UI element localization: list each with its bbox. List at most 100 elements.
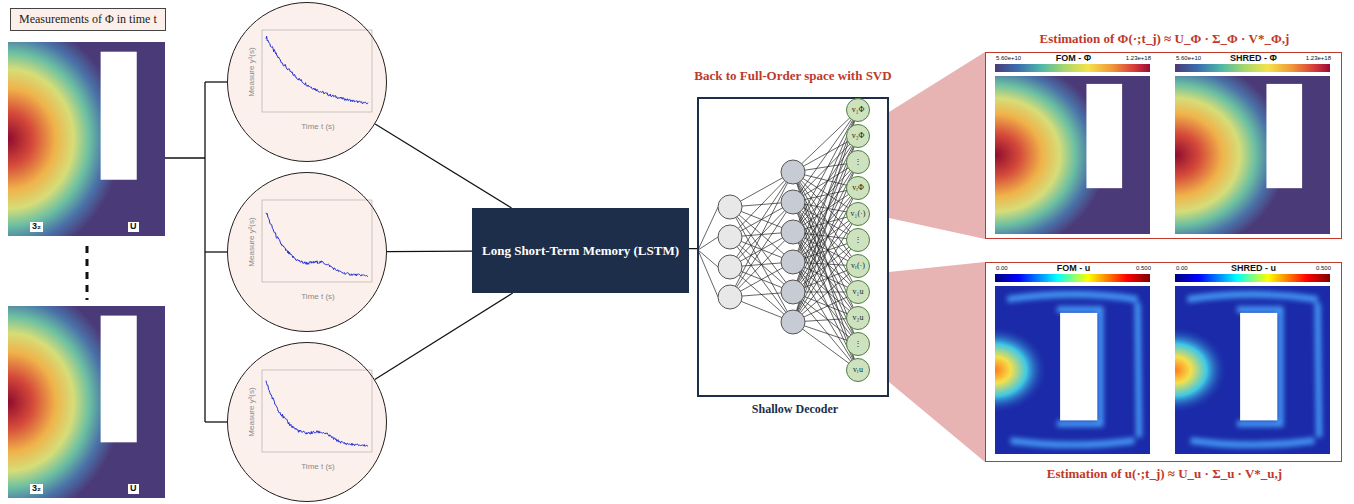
hidden-neuron [781,160,805,184]
ellipsis-line [86,246,89,300]
weight-line [730,202,793,297]
colorbar [995,64,1150,72]
weight-line [730,172,793,267]
measurement-circle: Measure y²(s) Time t (s) [227,172,387,332]
node-subtext: FOM - u [996,263,1151,273]
node-text: ⋮ [854,236,862,244]
node-text: Long Short-Term Memory (LSTM) [482,243,679,259]
title-box: Measurements of Φ in time t [10,8,166,31]
node-text: Shallow Decoder [699,403,891,417]
node-text: ⋮ [854,340,862,348]
node-subtext: 0.00 [996,265,1151,272]
measurement-plots [262,30,372,452]
hidden-neuron [781,250,805,274]
node-subtext: 0.500 [996,265,1151,272]
circle-ground [227,2,387,502]
output-neuron: ⋮ [846,150,870,174]
input-neuron [718,225,742,249]
node-text: ⋮ [854,158,862,166]
field-snapshot [883,57,1150,253]
measurement-curve [266,213,368,276]
measurement-circle: Measure y¹(s) Time t (s) [227,2,387,162]
weight-line [698,207,718,250]
node-text: Measure y²(s) [247,217,256,266]
colorbar [1175,64,1330,72]
field-snapshot [0,19,165,260]
node-text: v₁u [853,288,864,296]
output-neuron: v₁(·) [846,202,870,226]
decoder-box: Shallow Decoderv₁Φv₂Φ⋮vᵣΦv₁(·)⋮vᵣ(·)v₁uv… [697,97,889,397]
hidden-neuron [781,190,805,214]
network-weights [698,110,858,370]
velocity-snapshot [1122,286,1330,454]
node-text: Estimation of Φ(·;t_j) ≈ U_Φ · Σ_Φ · V*_… [986,32,1343,47]
output-neuron: vᵣΦ [846,176,870,200]
node-text: vᵣΦ [852,184,864,192]
field-snapshot [1063,57,1330,253]
node-text: v₁(·) [851,210,866,218]
node-subtext: 0.00 [1176,265,1331,272]
node-text: Estimation of u(·;t_j) ≈ U_u · Σ_u · V*_… [986,467,1343,482]
weight-line [698,250,718,267]
estimation-panel: Estimation of u(·;t_j) ≈ U_u · Σ_u · V*_… [985,262,1342,462]
weight-line [698,237,718,250]
measurement-curve [266,36,368,104]
input-neuron [718,195,742,219]
output-neuron: v₂u [846,306,870,330]
weight-line [698,250,718,297]
node-subtext: 0.500 [1176,265,1331,272]
sensor-label: 3₂ [30,222,43,232]
sensor-label: 3₂ [30,484,43,494]
hidden-neuron [781,220,805,244]
node-subtext: SHRED - u [1176,263,1331,273]
node-subtext: 1.23e+18 [1176,55,1331,62]
estimation-panel: Estimation of Φ(·;t_j) ≈ U_Φ · Σ_Φ · V*_… [985,52,1342,239]
output-neuron: v₂Φ [846,124,870,148]
projection-band [889,262,985,462]
velocity-snapshot [942,286,1150,454]
colorbar [995,274,1150,282]
colorbar [1175,274,1330,282]
decoder-heading: Back to Full-Order space with SVD [694,68,891,84]
node-text: v₁Φ [852,106,865,114]
output-neuron: v₁Φ [846,98,870,122]
input-neuron [718,255,742,279]
output-neuron: ⋮ [846,228,870,252]
node-subtext: 1.23e+18 [996,55,1151,62]
sensor-label: U [128,222,139,232]
plot-frame [262,370,372,452]
projection-band [889,52,985,239]
node-text: vᵣu [853,366,863,374]
node-subtext: Time t (s) [301,292,334,301]
connector [689,248,697,249]
connector [375,293,513,380]
hidden-neurons [718,160,805,334]
plot-frame [262,30,372,112]
measurement-circle: Measure y³(s) Time t (s) [227,342,387,502]
output-neuron: ⋮ [846,332,870,356]
node-subtext: Time t (s) [301,122,334,131]
input-neuron [718,285,742,309]
field-snapshot [0,283,165,504]
node-text: Measurements of Φ in time t [19,12,157,27]
hidden-neuron [781,310,805,334]
weight-line [793,292,858,370]
output-neuron: vᵣu [846,358,870,382]
output-neuron: vᵣ(·) [846,254,870,278]
output-neuron: v₁u [846,280,870,304]
connector [375,124,511,208]
sensor-label: U [128,484,139,494]
node-text: Measure y³(s) [247,387,256,436]
node-text: vᵣ(·) [851,262,865,270]
connector [387,250,472,252]
lstm-box: Long Short-Term Memory (LSTM) [472,208,689,293]
node-text: v₂u [853,314,864,322]
weight-line [793,262,858,344]
plot-frame [262,200,372,282]
node-subtext: Time t (s) [301,462,334,471]
bracket-lines [165,82,227,422]
hidden-neuron [781,280,805,304]
node-text: Measure y¹(s) [247,47,256,96]
measurement-curve [266,381,368,447]
node-text: v₂Φ [852,132,865,140]
